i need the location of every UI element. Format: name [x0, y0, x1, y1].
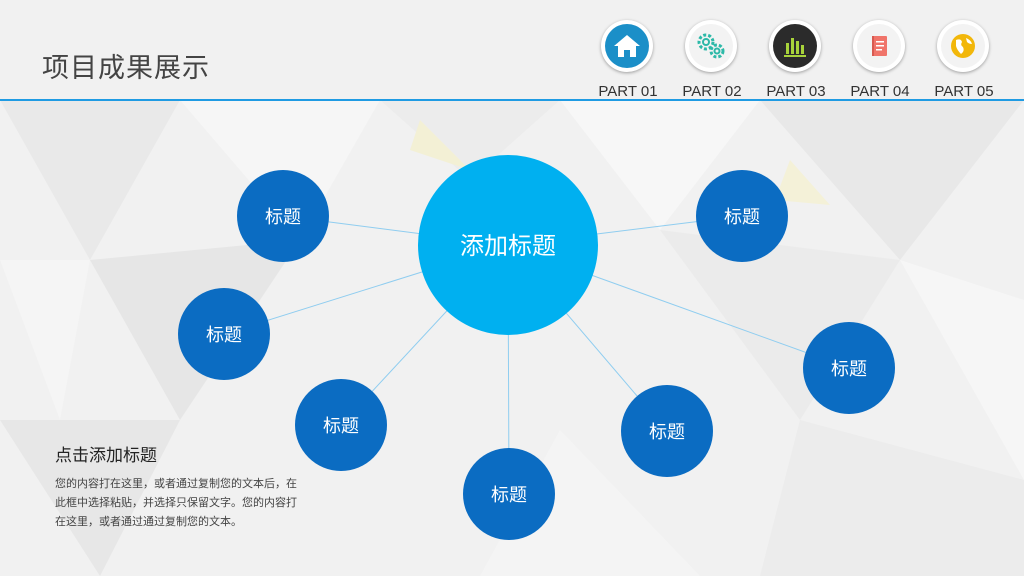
gears-icon	[689, 24, 733, 68]
topic-node-circle	[803, 322, 895, 414]
part-02-label: PART 02	[682, 83, 742, 100]
part-05-icon-frame	[937, 20, 989, 72]
part-03-label: PART 03	[766, 83, 826, 100]
topic-node-circle	[237, 170, 329, 262]
topic-node-circle	[295, 379, 387, 471]
center-node-label: 添加标题	[460, 232, 556, 260]
part-navigation: PART 01 PART 02	[0, 0, 1024, 100]
part-04-label: PART 04	[850, 83, 910, 100]
part-04-nav[interactable]: PART 04	[838, 20, 922, 100]
topic-node-circle	[463, 448, 555, 540]
topic-node-6[interactable]: 标题	[696, 170, 788, 262]
part-03-nav[interactable]: PART 03	[754, 20, 838, 100]
part-04-icon-frame	[853, 20, 905, 72]
topic-node-label: 标题	[206, 325, 242, 346]
topic-node-circle	[621, 385, 713, 477]
topic-node-3[interactable]: 标题	[295, 379, 387, 471]
topic-node-7[interactable]: 标题	[803, 322, 895, 414]
topic-node-5[interactable]: 标题	[621, 385, 713, 477]
part-05-nav[interactable]: PART 05	[922, 20, 1006, 100]
page-title: 项目成果展示	[42, 53, 210, 84]
part-03-icon-frame	[769, 20, 821, 72]
bar-chart-icon	[773, 24, 817, 68]
part-01-label: PART 01	[598, 83, 658, 100]
topic-node-label: 标题	[491, 485, 527, 506]
topic-node-circle	[178, 288, 270, 380]
home-icon	[605, 24, 649, 68]
note-body: 您的内容打在这里，或者通过复制您的文本后，在此框中选择粘贴，并选择只保留文字。您…	[55, 477, 297, 528]
topic-node-1[interactable]: 标题	[237, 170, 329, 262]
header-divider	[0, 99, 1024, 101]
center-node[interactable]: 添加标题	[418, 155, 598, 335]
topic-node-label: 标题	[724, 207, 760, 228]
center-node-circle	[418, 155, 598, 335]
topic-node-label: 标题	[323, 416, 359, 437]
part-05-label: PART 05	[934, 83, 994, 100]
part-01-nav[interactable]: PART 01	[586, 20, 670, 100]
topic-node-4[interactable]: 标题	[463, 448, 555, 540]
topic-node-label: 标题	[265, 207, 301, 228]
topic-node-circle	[696, 170, 788, 262]
topic-node-2[interactable]: 标题	[178, 288, 270, 380]
part-02-nav[interactable]: PART 02	[670, 20, 754, 100]
topic-node-label: 标题	[649, 422, 685, 443]
note-title: 点击添加标题	[55, 446, 157, 466]
part-01-icon-frame	[601, 20, 653, 72]
topic-node-label: 标题	[831, 359, 867, 380]
globe-icon	[941, 24, 985, 68]
part-02-icon-frame	[685, 20, 737, 72]
book-icon	[857, 24, 901, 68]
